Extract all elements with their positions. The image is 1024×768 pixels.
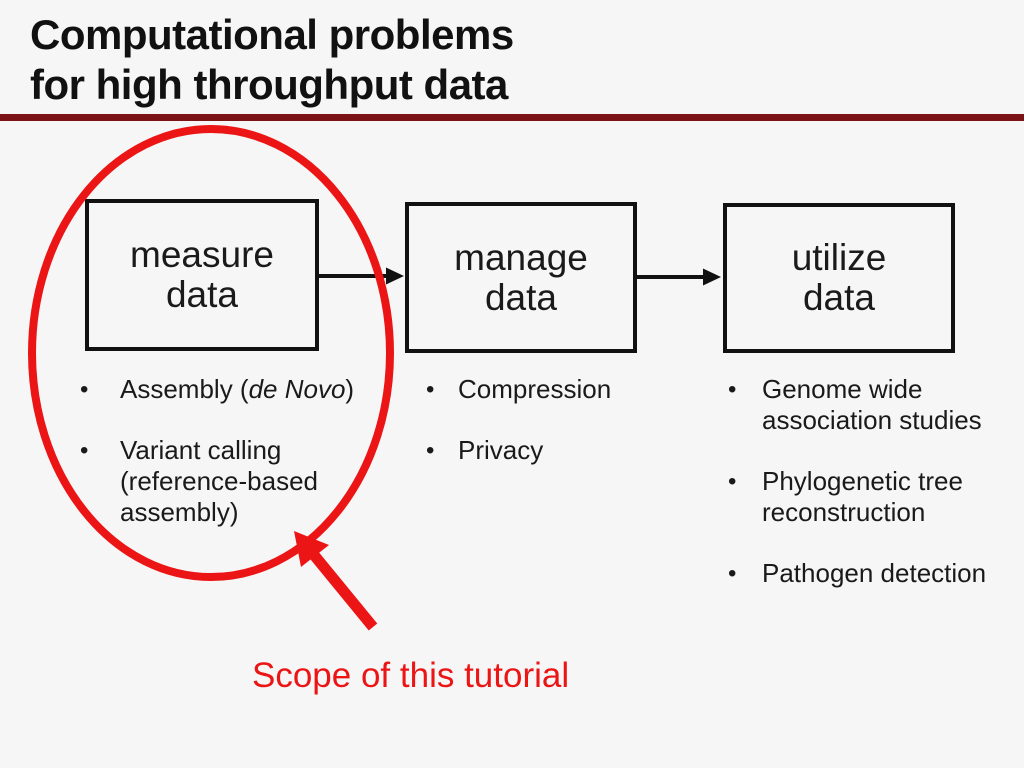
title-line-2: for high throughput data — [30, 61, 508, 108]
bullet-icon: • — [426, 437, 435, 464]
list-item-phylogenetic: • Phylogenetic tree reconstruction — [728, 466, 1013, 528]
box-label-line: data — [484, 276, 557, 318]
list-item-gwas: • Genome wide association studies — [728, 374, 1013, 436]
list-item-compression: • Compression — [426, 374, 686, 405]
phylo-line: reconstruction — [762, 497, 926, 527]
bullet-text: Pathogen detection — [762, 558, 987, 588]
box-label-line: data — [165, 274, 238, 315]
scope-annotation-label: Scope of this tutorial — [252, 656, 570, 695]
gwas-line: association studies — [762, 405, 982, 435]
bullet-icon: • — [728, 560, 737, 587]
list-item-assembly: • ​Assembly (de Novo) — [80, 374, 380, 405]
box-label-line: data — [802, 277, 875, 318]
flow-box-utilize-data: utilize data — [723, 203, 955, 353]
bullet-text: Variant calling (reference-based assembl… — [120, 435, 380, 528]
box-label-line: utilize — [791, 237, 887, 278]
box-label-line: measure — [130, 234, 274, 275]
title-divider — [0, 114, 1024, 121]
variant-line: Variant calling — [120, 435, 282, 465]
bullet-text: ​Assembly (de Novo) — [120, 374, 380, 405]
phylo-line: Phylogenetic tree — [762, 466, 963, 496]
bullet-icon: • — [426, 376, 435, 403]
bullet-text: Genome wide association studies — [762, 374, 1013, 436]
flow-arrow-2 — [637, 268, 721, 286]
assembly-italic-text: de Novo — [248, 374, 346, 404]
bullet-icon: • — [80, 376, 89, 403]
list-item-pathogen: • Pathogen detection — [728, 558, 1013, 589]
assembly-close-paren: ) — [345, 374, 355, 404]
flow-box-measure-data: measure data — [85, 199, 319, 351]
list-item-privacy: • Privacy — [426, 435, 686, 466]
manage-bullet-list: • Compression • Privacy — [426, 374, 686, 466]
bullet-icon: • — [80, 437, 89, 464]
title-line-1: Computational problems — [30, 11, 514, 58]
assembly-text: Assembly ( — [120, 374, 249, 404]
flow-box-manage-data: manage data — [405, 202, 637, 353]
page-title: Computational problems for high throughp… — [30, 10, 514, 110]
box-label-line: manage — [454, 236, 588, 278]
bullet-icon: • — [728, 376, 737, 403]
bullet-text: Compression — [458, 374, 612, 404]
variant-line: (reference-based — [120, 466, 318, 496]
gwas-line: Genome wide — [762, 374, 923, 404]
bullet-icon: • — [728, 468, 737, 495]
bullet-text: Phylogenetic tree reconstruction — [762, 466, 1013, 528]
utilize-bullet-list: • Genome wide association studies • Phyl… — [728, 374, 1013, 589]
measure-bullet-list: • ​Assembly (de Novo) • Variant calling … — [80, 374, 380, 528]
list-item-variant-calling: • Variant calling (reference-based assem… — [80, 435, 380, 528]
flow-arrow-1 — [319, 267, 404, 285]
bullet-text: Privacy — [458, 435, 544, 465]
scope-arrow — [294, 531, 378, 631]
variant-line: assembly) — [120, 497, 239, 527]
